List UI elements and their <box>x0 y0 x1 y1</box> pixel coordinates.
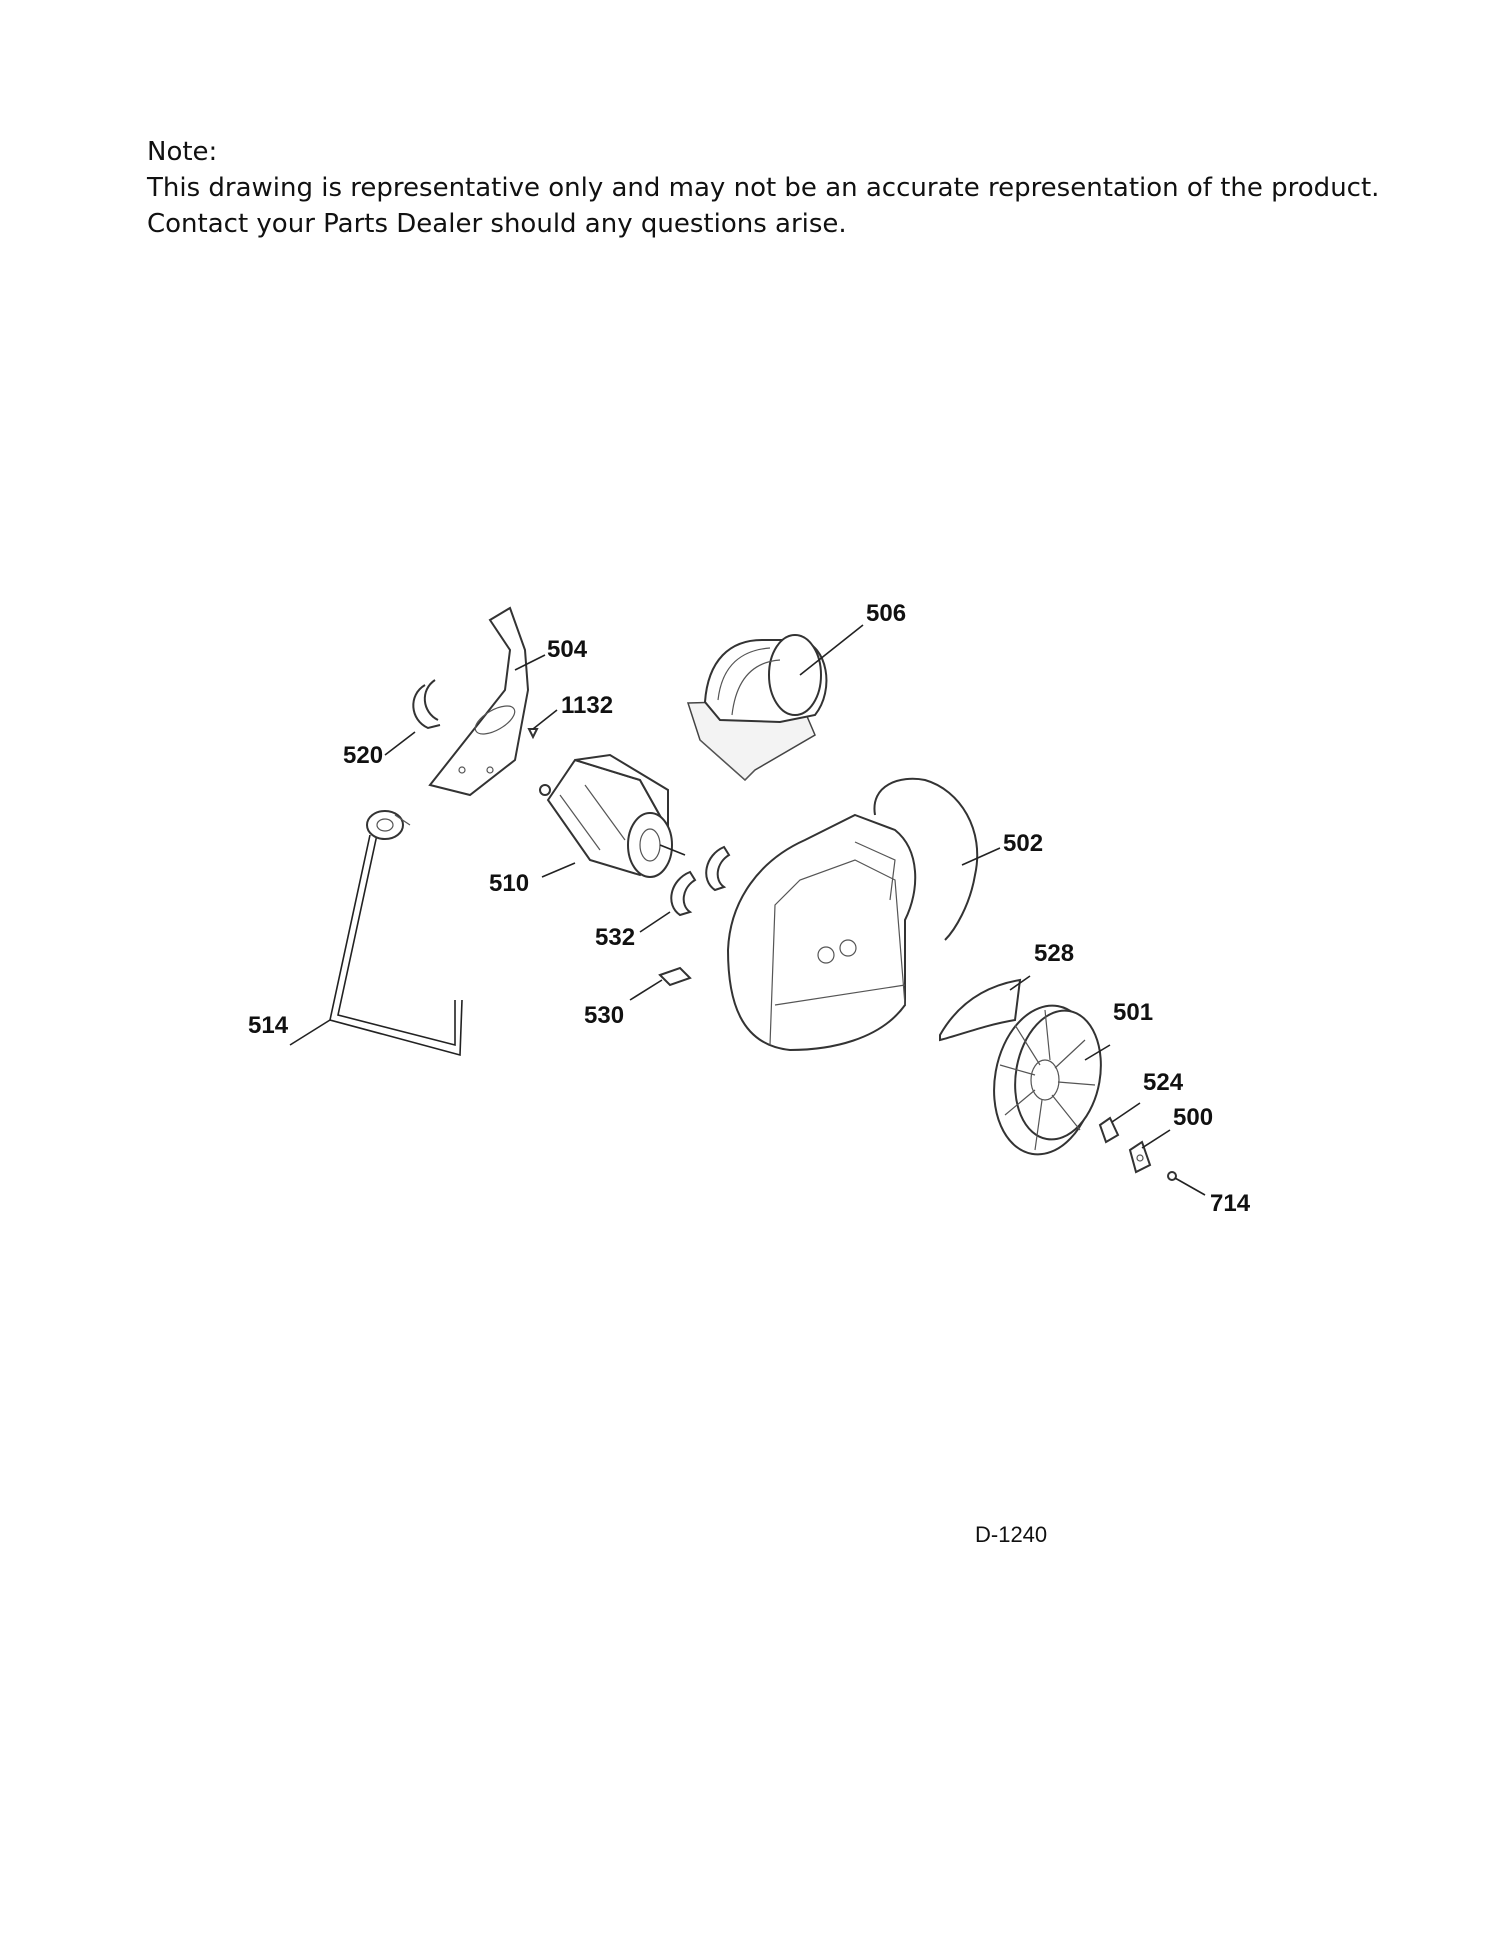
callout-520: 520 <box>343 742 383 769</box>
part-528-seal <box>939 978 1022 1042</box>
callout-504: 504 <box>547 636 588 663</box>
callout-530: 530 <box>584 1002 624 1029</box>
callout-500: 500 <box>1173 1104 1213 1131</box>
callout-528: 528 <box>1034 940 1074 967</box>
leader-lines <box>289 624 1206 1196</box>
callout-514: 514 <box>248 1012 289 1039</box>
callout-501: 501 <box>1113 999 1153 1026</box>
part-530-bracket <box>658 966 692 987</box>
part-501-blower-wheel <box>993 1004 1102 1156</box>
part-510-motor <box>539 753 686 878</box>
diagram-code: D-1240 <box>975 1522 1047 1547</box>
note-line-2: Contact your Parts Dealer should any que… <box>147 209 847 239</box>
part-520-clip <box>412 679 441 730</box>
callout-502: 502 <box>1003 830 1043 857</box>
part-532-bearings <box>670 845 731 917</box>
part-514-belt <box>329 810 463 1057</box>
part-500-clip <box>1128 1140 1152 1174</box>
callout-1132: 1132 <box>561 692 613 719</box>
note-heading: Note: <box>147 137 218 167</box>
part-1132-screw <box>527 728 539 740</box>
callout-714: 714 <box>1210 1190 1251 1217</box>
part-524-washer <box>1098 1116 1120 1144</box>
callout-510: 510 <box>489 870 529 897</box>
callout-524: 524 <box>1143 1069 1184 1096</box>
callout-532: 532 <box>595 924 635 951</box>
note-line-1: This drawing is representative only and … <box>147 173 1380 203</box>
part-504-motor-bracket <box>428 606 530 797</box>
disclaimer-note: Note: This drawing is representative onl… <box>147 134 1397 242</box>
part-506-exhaust-duct <box>686 634 828 782</box>
part-502-blower-housing <box>726 777 979 1052</box>
callout-506: 506 <box>866 600 906 627</box>
part-714-screw <box>1167 1171 1177 1181</box>
